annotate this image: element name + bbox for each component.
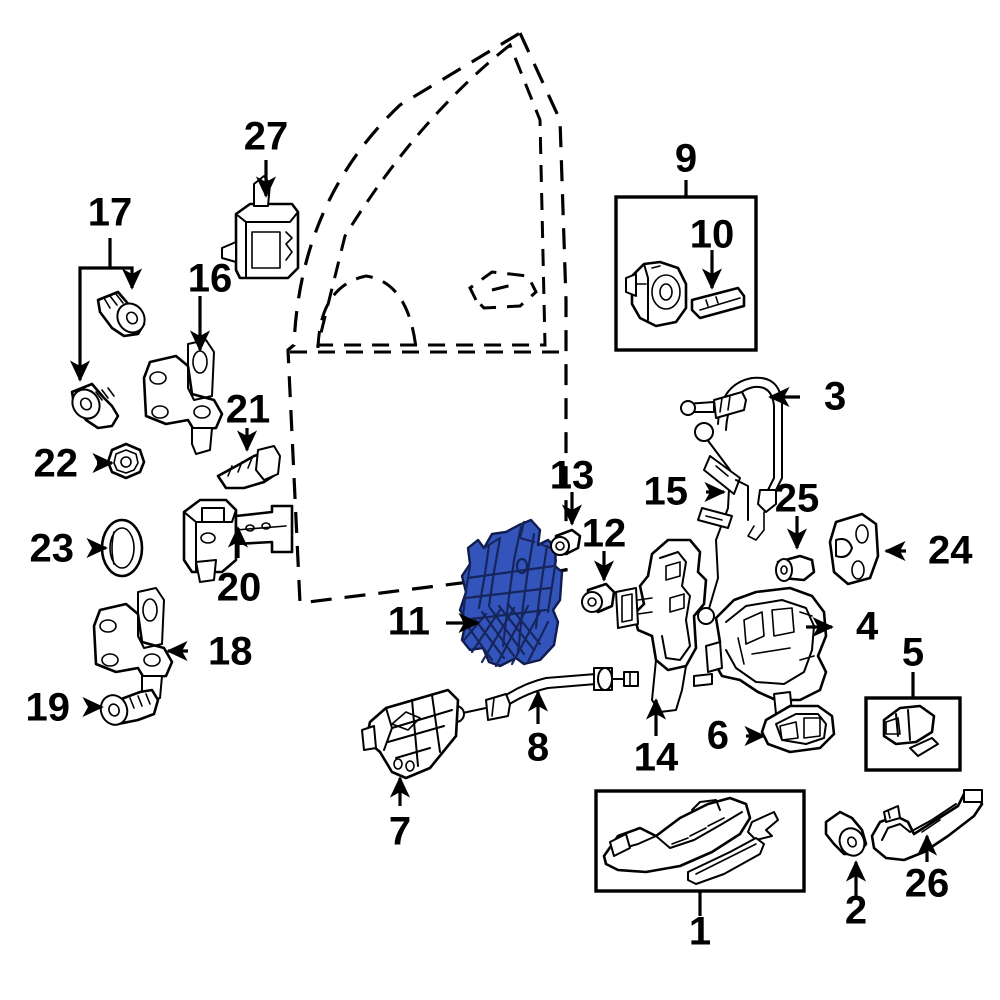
callout-label-5: 5 xyxy=(902,631,924,675)
callout-label-3: 3 xyxy=(824,375,846,419)
part-6-handle-bezel-cover xyxy=(760,704,836,754)
part-17-hinge-mounting-bolts xyxy=(70,290,146,430)
part-25-striker-bolt xyxy=(775,554,816,582)
callout-label-13: 13 xyxy=(550,454,595,498)
inset-1-outside-door-handle-assembly xyxy=(594,789,806,893)
part-8-latch-release-cable xyxy=(447,667,639,723)
screw-upper xyxy=(96,290,146,338)
callout-label-18: 18 xyxy=(208,630,253,674)
part-7-inside-handle-bezel xyxy=(361,688,460,780)
inset-9-lock-cylinder-kit xyxy=(614,195,758,352)
part-15-lock-rod-linkage xyxy=(694,422,749,625)
callout-label-2: 2 xyxy=(845,889,867,933)
callout-label-16: 16 xyxy=(188,257,233,301)
callout-label-26: 26 xyxy=(905,862,950,906)
callout-label-25: 25 xyxy=(775,477,820,521)
part-11-door-lock-latch-actuator xyxy=(458,518,564,668)
callout-label-27: 27 xyxy=(244,115,289,159)
callout-label-12: 12 xyxy=(582,512,627,556)
callout-label-20: 20 xyxy=(217,566,262,610)
part-27-door-lock-switch-module xyxy=(221,175,300,280)
part-19-hinge-bolt xyxy=(99,688,160,726)
part-24-door-striker xyxy=(828,512,880,586)
callout-label-19: 19 xyxy=(26,686,71,730)
callout-label-23: 23 xyxy=(30,527,75,571)
callout-label-15: 15 xyxy=(644,470,689,514)
part-12-latch-mounting-grommet xyxy=(581,582,616,614)
callout-label-10: 10 xyxy=(690,213,735,257)
part-9-lock-cylinder xyxy=(625,260,688,328)
callout-label-14: 14 xyxy=(634,736,679,780)
part-23-access-hole-plug xyxy=(100,518,144,578)
callout-label-7: 7 xyxy=(389,810,411,854)
part-20-door-check-strap xyxy=(182,498,294,583)
inset-5-handle-end-cap xyxy=(864,696,962,772)
part-13-latch-mounting-plug xyxy=(550,528,582,556)
part-4-door-handle-base-bracket xyxy=(705,586,828,715)
part-3-lock-cylinder-cable xyxy=(680,376,783,541)
part-22-flange-nut xyxy=(106,442,146,480)
callout-label-22: 22 xyxy=(34,442,79,486)
callout-label-4: 4 xyxy=(856,605,879,649)
callout-label-11: 11 xyxy=(388,600,430,644)
part-21-door-check-bolt xyxy=(216,445,281,490)
callout-label-21: 21 xyxy=(226,388,271,432)
part-14-handle-reinforcement-bracket xyxy=(615,538,713,713)
part-26-handle-lever-arm xyxy=(870,789,984,862)
part-16-lower-door-hinge xyxy=(142,339,224,455)
leader-lines xyxy=(69,160,938,916)
callout-label-1: 1 xyxy=(689,910,711,954)
callout-labels: 1 2 3 4 5 6 7 8 9 10 11 12 13 14 15 16 1… xyxy=(26,115,974,954)
part-2-handle-retaining-screw xyxy=(824,810,868,857)
callout-label-8: 8 xyxy=(527,726,549,770)
callout-label-24: 24 xyxy=(928,529,973,573)
screw-lower xyxy=(70,382,120,430)
callout-label-6: 6 xyxy=(707,714,729,758)
part-10-door-key xyxy=(690,286,746,320)
part-18-upper-door-hinge xyxy=(92,587,174,703)
door-shell-outline xyxy=(286,30,568,605)
callout-label-9: 9 xyxy=(675,137,697,181)
callout-label-17: 17 xyxy=(88,191,133,235)
